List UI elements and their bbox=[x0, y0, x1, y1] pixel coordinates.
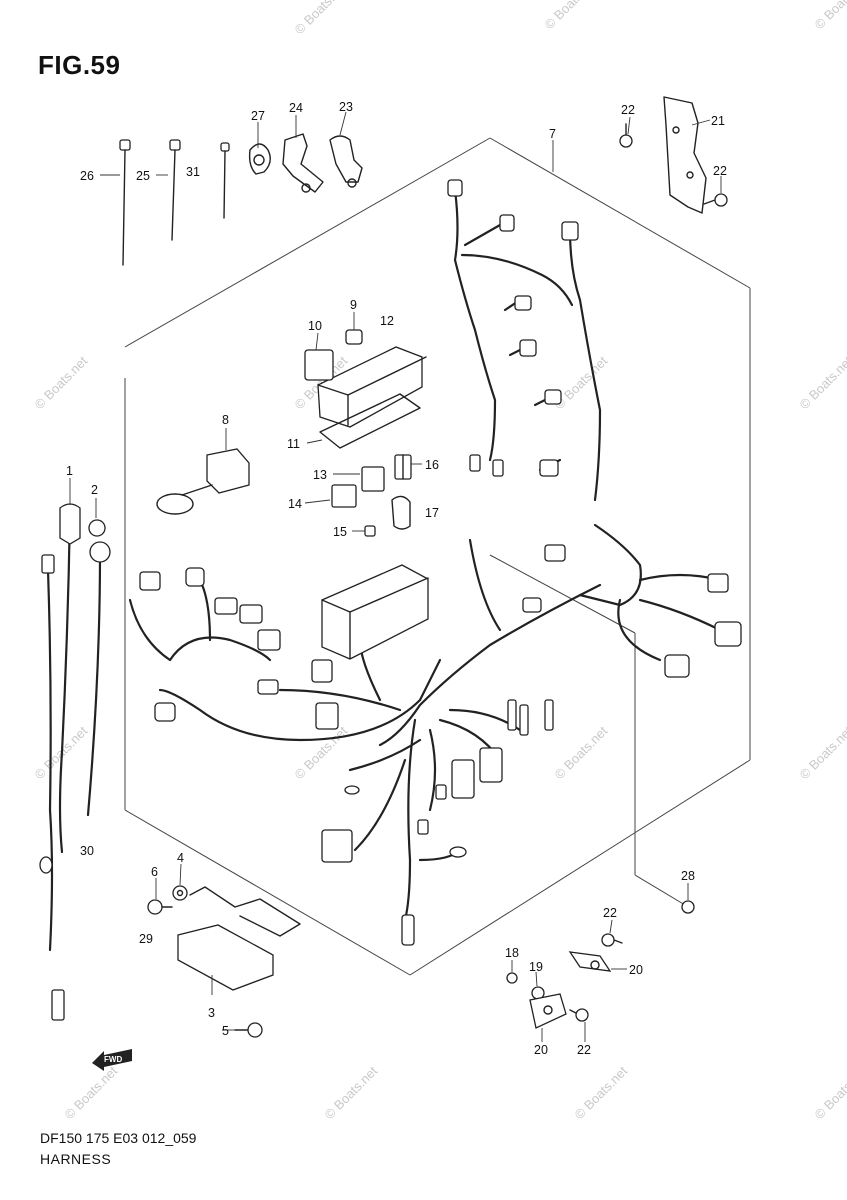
callout-20: 20 bbox=[534, 1043, 548, 1057]
assembly-frame bbox=[124, 137, 751, 976]
figure-title: FIG.59 bbox=[38, 50, 121, 80]
callout-3: 3 bbox=[208, 1006, 215, 1020]
gasket-11 bbox=[319, 393, 421, 449]
callout-6: 6 bbox=[151, 865, 158, 879]
wiring-harness-7 bbox=[128, 188, 722, 922]
battery-cable-2 bbox=[86, 519, 111, 817]
screw-22 bbox=[619, 123, 633, 148]
screw-28 bbox=[681, 900, 695, 914]
clamp-24 bbox=[282, 133, 324, 193]
watermark: © Boats.net bbox=[797, 353, 847, 412]
fuse-16 bbox=[394, 454, 412, 480]
relay-8 bbox=[156, 448, 250, 515]
cable-tie-25 bbox=[169, 139, 181, 241]
fuse-15 bbox=[364, 525, 376, 537]
watermark: © Boats.net bbox=[32, 353, 91, 412]
callout-19: 19 bbox=[529, 960, 543, 974]
figure-code: DF150 175 E03 012_059 bbox=[40, 1130, 197, 1146]
battery-cable-1 bbox=[58, 503, 81, 854]
nut-18 bbox=[506, 972, 518, 984]
callout-21: 21 bbox=[711, 114, 725, 128]
callout-13: 13 bbox=[313, 468, 327, 482]
terminal-piece bbox=[51, 989, 65, 1021]
callout-22: 22 bbox=[577, 1043, 591, 1057]
cover-3 bbox=[177, 886, 301, 991]
callout-17: 17 bbox=[425, 506, 439, 520]
screw-22 bbox=[569, 1008, 589, 1022]
bolt-5 bbox=[234, 1022, 263, 1038]
callout-22: 22 bbox=[713, 164, 727, 178]
bolt-6 bbox=[147, 899, 173, 915]
callout-15: 15 bbox=[333, 525, 347, 539]
callout-26: 26 bbox=[80, 169, 94, 183]
watermark: © Boats.net bbox=[292, 723, 351, 782]
callout-4: 4 bbox=[177, 851, 184, 865]
callout-24: 24 bbox=[289, 101, 303, 115]
callout-14: 14 bbox=[288, 497, 302, 511]
forward-arrow-label: FWD bbox=[104, 1055, 122, 1064]
watermark: © Boats.net bbox=[812, 0, 847, 32]
bracket-20 bbox=[568, 951, 612, 972]
callout-8: 8 bbox=[222, 413, 229, 427]
callout-20: 20 bbox=[629, 963, 643, 977]
callout-12: 12 bbox=[380, 314, 394, 328]
callout-22: 22 bbox=[621, 103, 635, 117]
figure-name: HARNESS bbox=[40, 1151, 112, 1167]
junction-box bbox=[321, 564, 429, 660]
boot-17 bbox=[391, 495, 411, 530]
bracket-20 bbox=[529, 993, 567, 1029]
cable-30 bbox=[39, 554, 55, 952]
callout-10: 10 bbox=[308, 319, 322, 333]
watermark: © Boats.net bbox=[322, 1063, 381, 1122]
watermark: © Boats.net bbox=[292, 0, 351, 37]
clamp-27 bbox=[248, 143, 271, 175]
washer-4 bbox=[172, 885, 188, 901]
bracket-21 bbox=[663, 96, 707, 214]
callout-18: 18 bbox=[505, 946, 519, 960]
watermark: © Boats.net bbox=[552, 723, 611, 782]
screw-22 bbox=[601, 933, 623, 947]
callout-28: 28 bbox=[681, 869, 695, 883]
watermark: © Boats.net bbox=[812, 1063, 847, 1122]
watermark: © Boats.net bbox=[572, 1063, 631, 1122]
callout-31: 31 bbox=[186, 165, 200, 179]
callout-2: 2 bbox=[91, 483, 98, 497]
callout-29: 29 bbox=[139, 932, 153, 946]
callout-27: 27 bbox=[251, 109, 265, 123]
cable-tie-31 bbox=[220, 142, 230, 219]
callout-22: 22 bbox=[603, 906, 617, 920]
relay-13 bbox=[361, 466, 385, 492]
relay-14 bbox=[331, 484, 357, 508]
harness-connectors bbox=[139, 179, 742, 946]
callout-9: 9 bbox=[350, 298, 357, 312]
callout-25: 25 bbox=[136, 169, 150, 183]
callout-23: 23 bbox=[339, 100, 353, 114]
watermark: © Boats.net bbox=[62, 1063, 121, 1122]
callout-1: 1 bbox=[66, 464, 73, 478]
leader-lines bbox=[69, 111, 722, 1042]
callout-5: 5 bbox=[222, 1024, 229, 1038]
watermark: © Boats.net bbox=[542, 0, 601, 32]
fuse-9 bbox=[345, 329, 363, 345]
callout-11: 11 bbox=[287, 437, 300, 451]
screw-22 bbox=[703, 193, 728, 207]
callout-30: 30 bbox=[80, 844, 94, 858]
clamp-23 bbox=[329, 135, 363, 188]
callout-7: 7 bbox=[549, 127, 556, 141]
callout-numbers: 26 25 31 27 24 23 22 21 22 7 10 9 12 8 1… bbox=[66, 100, 727, 1057]
fuse-box-12 bbox=[304, 346, 427, 428]
forward-arrow-icon: FWD bbox=[92, 1049, 132, 1071]
cable-tie-26 bbox=[119, 139, 131, 266]
callout-16: 16 bbox=[425, 458, 439, 472]
watermark: © Boats.net bbox=[797, 723, 847, 782]
